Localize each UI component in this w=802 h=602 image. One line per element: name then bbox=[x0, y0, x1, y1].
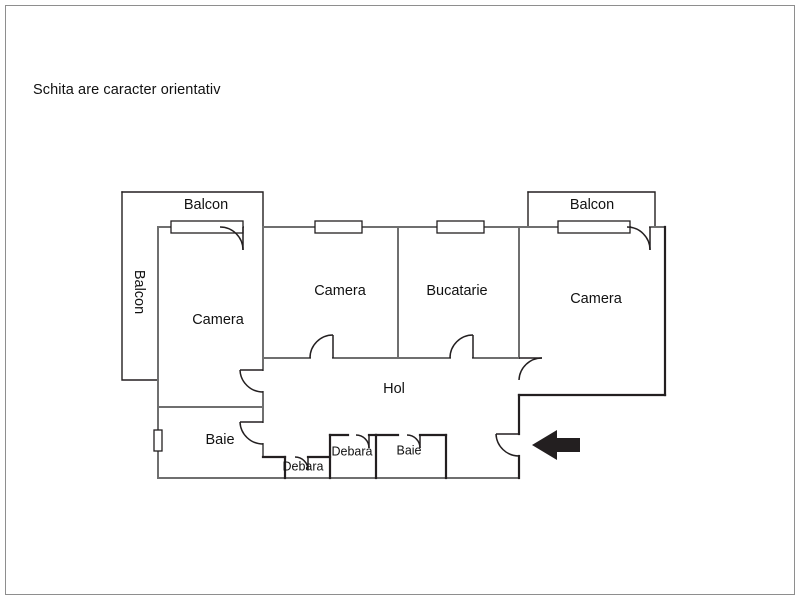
doors-group bbox=[219, 226, 651, 471]
room-label-bucatarie: Bucatarie bbox=[426, 283, 487, 299]
room-label-balcon-right: Balcon bbox=[570, 197, 614, 213]
room-label-balcon-left-side: Balcon bbox=[131, 270, 147, 314]
room-label-camera-mid: Camera bbox=[314, 283, 367, 299]
interior-walls bbox=[157, 226, 520, 480]
room-labels: Balcon Balcon Camera Camera Bucatarie Ba… bbox=[131, 197, 623, 473]
entrance-arrow bbox=[532, 430, 580, 460]
room-label-debara-mid: Debara bbox=[332, 444, 373, 458]
window-camera-right-balcony bbox=[557, 220, 631, 234]
room-label-baie-left: Baie bbox=[205, 432, 234, 448]
balcony-right-outline bbox=[527, 191, 656, 228]
room-label-baie-mid: Baie bbox=[396, 443, 421, 457]
windows-group bbox=[153, 220, 631, 452]
balcony-left-outline bbox=[121, 191, 264, 381]
plan-caption: Schita are caracter orientativ bbox=[33, 82, 221, 98]
room-label-hol: Hol bbox=[383, 381, 405, 397]
window-baie-left bbox=[153, 429, 163, 452]
room-label-balcon-left-top: Balcon bbox=[184, 197, 228, 213]
window-bucatarie bbox=[436, 220, 485, 234]
room-label-debara-lower: Debara bbox=[283, 459, 324, 473]
window-camera-mid bbox=[314, 220, 363, 234]
room-label-camera-left: Camera bbox=[192, 312, 245, 328]
page-border bbox=[5, 5, 795, 595]
room-label-camera-right: Camera bbox=[570, 291, 623, 307]
